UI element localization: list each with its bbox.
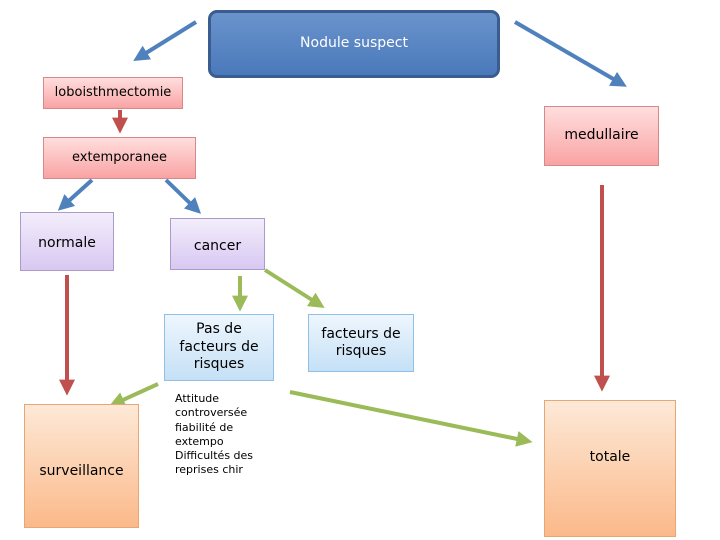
arrow-pas-de-facteurs-to-surveillance xyxy=(108,382,159,407)
node-nodule-suspect: Nodule suspect xyxy=(208,10,500,78)
node-pas-de-facteurs-line-3: risques xyxy=(193,356,245,373)
node-pas-de-facteurs-label: Pas de facteurs de risques xyxy=(179,321,258,374)
node-totale: totale xyxy=(544,400,676,537)
node-surveillance-label: surveillance xyxy=(39,463,124,479)
node-facteurs-de-risques: facteurs de risques xyxy=(308,314,414,372)
node-pas-de-facteurs-de-risques: Pas de facteurs de risques xyxy=(164,314,274,381)
annotation-line-1: Attitude xyxy=(175,392,220,405)
annotation-line-3: fiabilité de xyxy=(175,420,234,434)
arrow-extemporanee-to-normale xyxy=(57,178,94,211)
node-extemporanee: extemporanee xyxy=(43,137,196,179)
node-medullaire-label: medullaire xyxy=(564,127,639,144)
node-pas-de-facteurs-line-1: Pas de xyxy=(196,321,242,338)
node-facteurs-label: facteurs de risques xyxy=(321,326,400,361)
node-extemporanee-label: extemporanee xyxy=(72,149,167,165)
node-normale: normale xyxy=(20,212,114,271)
node-loboisthmectomie-label: loboisthmectomie xyxy=(54,84,172,100)
arrow-root-to-loboisthmectomie xyxy=(133,20,198,61)
annotation-attitude-controversee: Attitude controversée fiabilité de extem… xyxy=(175,392,285,478)
node-normale-label: normale xyxy=(38,235,96,251)
arrow-annotation-to-totale xyxy=(289,390,533,447)
arrow-extemporanee-to-cancer xyxy=(164,178,202,214)
arrow-root-to-medullaire xyxy=(513,20,627,87)
arrow-cancer-to-facteurs xyxy=(263,268,325,309)
node-surveillance: surveillance xyxy=(24,404,139,528)
node-facteurs-line-1: facteurs de xyxy=(321,325,401,342)
node-cancer-label: cancer xyxy=(193,238,242,254)
node-totale-label: totale xyxy=(589,449,631,465)
node-loboisthmectomie: loboisthmectomie xyxy=(43,77,183,109)
annotation-line-4: extempo xyxy=(175,434,224,448)
node-cancer: cancer xyxy=(170,218,265,270)
annotation-line-2: controversée xyxy=(175,406,248,420)
node-pas-de-facteurs-line-2: facteurs de xyxy=(179,338,259,355)
annotation-line-6: reprises chir xyxy=(175,463,243,477)
node-nodule-suspect-label: Nodule suspect xyxy=(300,35,408,52)
node-facteurs-line-2: risques xyxy=(335,343,387,359)
annotation-line-5: Difficultés des xyxy=(175,449,254,463)
node-medullaire: medullaire xyxy=(544,106,659,166)
